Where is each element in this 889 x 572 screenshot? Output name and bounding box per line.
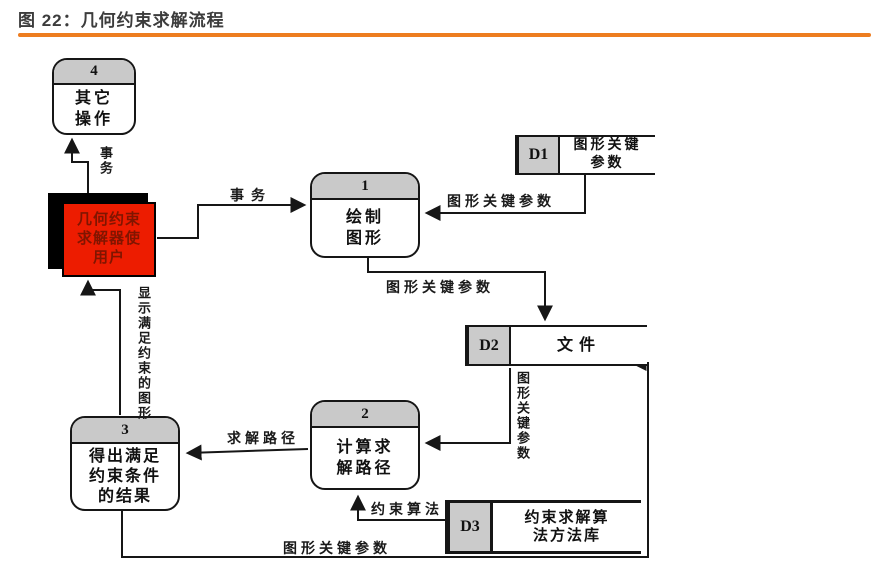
flow-label-d1-to-p1: 图形关键参数 [447,195,555,210]
entity-label-line: 求解器使 [76,231,141,247]
arrow-p3-to-entity [80,279,121,415]
process-box-other-operations: 4 其它 操作 [52,58,136,135]
datastore-id: D2 [465,327,511,364]
process-label-line: 解路径 [336,460,394,477]
flow-label-constraint-algorithm: 约束算法 [371,503,443,518]
process-box-draw-graphics: 1 绘制 图形 [310,172,420,258]
process-label-line: 得出满足 [88,447,161,465]
entity-solver-user: 几何约束 求解器使 用户 [62,202,156,277]
process-label-line: 操作 [74,111,113,128]
process-label: 得出满足 约束条件 的结果 [72,444,178,509]
datastore-label-line: 法方法库 [532,528,601,544]
datastore-label: 文件 [511,327,647,364]
arrow-entity-to-p4 [64,137,89,193]
flow-label-solve-path: 求解路径 [227,432,299,447]
arrow-d2-to-p2 [424,368,511,451]
process-number: 3 [72,418,178,444]
datastore-file: D2 文件 [465,325,647,366]
title-underline-rule [18,33,871,37]
process-label: 其它 操作 [54,85,134,133]
process-number: 2 [312,402,418,428]
process-label-line: 约束条件 [88,467,161,485]
figure-title: 图 22：几何约束求解流程 [18,11,225,30]
datastore-id: D3 [445,503,493,551]
datastore-label-line: 图形关键 [573,138,642,153]
flow-label-p1-to-d2: 图形关键参数 [386,281,494,296]
process-label-line: 绘制 [345,209,384,226]
entity-label-line: 用户 [92,250,125,266]
datastore-graphic-params: D1 图形关键 参数 [515,135,655,175]
datastore-label: 约束求解算 法方法库 [493,503,641,551]
flow-label-transaction-vertical: 事务 [98,146,113,176]
flow-label-display-result: 显示满足约束的图形 [136,286,151,421]
process-label-line: 图形 [345,230,384,247]
flow-label-p3-to-d2: 图形关键参数 [283,542,391,557]
datastore-label: 图形关键 参数 [560,137,655,173]
entity-label-line: 几何约束 [76,212,141,228]
flow-label-transaction: 事务 [230,189,272,204]
process-number: 4 [54,60,134,85]
process-label-line: 计算求 [336,439,394,456]
process-label-line: 其它 [74,90,113,107]
process-label: 计算求 解路径 [312,428,418,488]
datastore-algorithm-library: D3 约束求解算 法方法库 [445,500,641,554]
process-box-compute-path: 2 计算求 解路径 [310,400,420,490]
arrow-entity-to-p1 [157,197,307,239]
process-label-line: 的结果 [97,487,152,505]
process-box-result: 3 得出满足 约束条件 的结果 [70,416,180,511]
process-number: 1 [312,174,418,200]
datastore-id: D1 [515,137,560,173]
process-label: 绘制 图形 [312,200,418,256]
flow-label-d2-to-p2: 图形关键参数 [515,371,530,461]
arrow-p2-to-p3 [185,444,309,461]
datastore-label-line: 约束求解算 [524,510,610,526]
datastore-label-line: 参数 [590,156,625,171]
datastore-label-line: 文件 [556,336,601,354]
